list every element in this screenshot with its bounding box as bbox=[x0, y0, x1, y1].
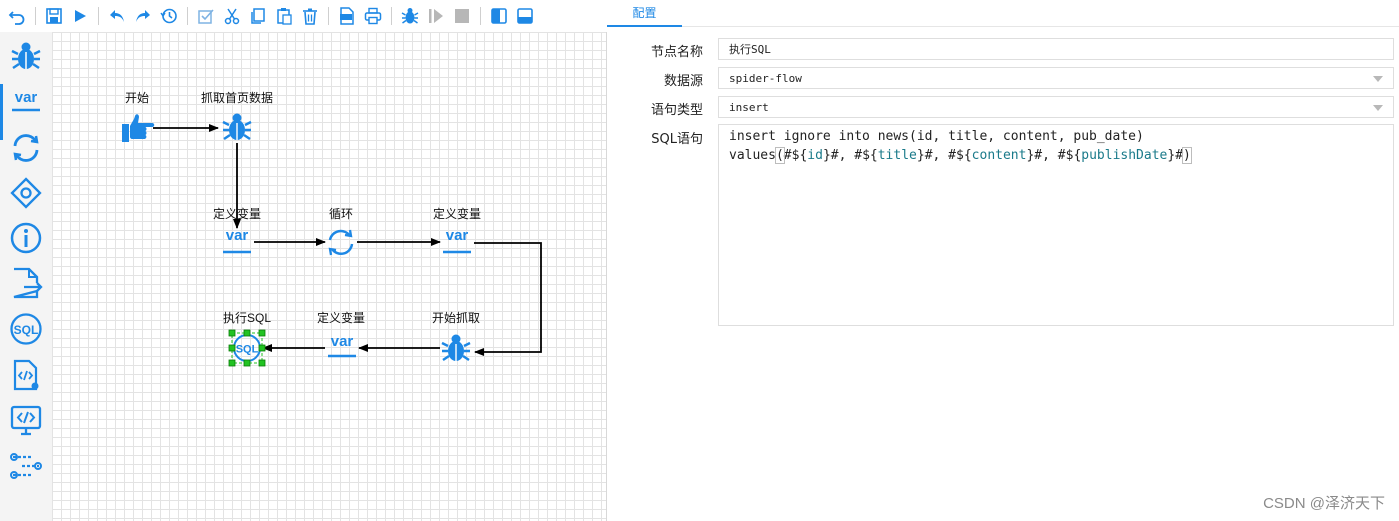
paste-icon[interactable] bbox=[271, 3, 297, 29]
node-name-value: 执行SQL bbox=[729, 43, 771, 56]
var-icon-text: var bbox=[446, 227, 469, 244]
sql-statement-label: SQL语句 bbox=[651, 132, 703, 147]
var-icon[interactable]: var bbox=[8, 84, 44, 120]
function-icon[interactable] bbox=[8, 357, 44, 393]
chevron-down-icon bbox=[1373, 105, 1383, 111]
forward-icon[interactable] bbox=[130, 3, 156, 29]
condition-icon[interactable] bbox=[8, 175, 44, 211]
datasource-select[interactable]: spider-flow bbox=[718, 67, 1394, 89]
var-icon-text: var bbox=[15, 89, 38, 106]
watermark: CSDN @泽济天下 bbox=[1263, 495, 1385, 512]
node-palette: var SQL bbox=[0, 32, 53, 521]
properties-panel: 配置 节点名称 执行SQL 数据源 spider-flow 语句类型 inser… bbox=[607, 0, 1399, 521]
statement-type-value: insert bbox=[729, 101, 769, 114]
run-icon[interactable] bbox=[67, 3, 93, 29]
sql-icon: SQL bbox=[228, 329, 266, 367]
sql-line-2: values(#${id}#, #${title}#, #${content}#… bbox=[729, 147, 1192, 164]
spider-icon[interactable] bbox=[8, 38, 44, 74]
node-label-sql: 执行SQL bbox=[222, 311, 272, 325]
history-icon[interactable] bbox=[156, 3, 182, 29]
cut-icon[interactable] bbox=[219, 3, 245, 29]
datasource-value: spider-flow bbox=[729, 72, 802, 85]
tab-config[interactable]: 配置 bbox=[607, 0, 682, 27]
layout-bottom-icon[interactable] bbox=[512, 3, 538, 29]
loop-icon bbox=[328, 229, 354, 256]
process-icon[interactable] bbox=[8, 448, 44, 484]
debug-icon[interactable] bbox=[397, 3, 423, 29]
node-label-var1: 定义变量 bbox=[212, 207, 262, 221]
export-icon[interactable] bbox=[334, 3, 360, 29]
var-icon: var bbox=[328, 333, 356, 358]
delete-icon[interactable] bbox=[297, 3, 323, 29]
var-icon-text: var bbox=[331, 333, 354, 350]
toolbar-divider bbox=[328, 7, 329, 25]
statement-type-select[interactable]: insert bbox=[718, 96, 1394, 118]
node-label-var2: 定义变量 bbox=[432, 207, 482, 221]
var-icon: var bbox=[443, 227, 471, 254]
loop-icon[interactable] bbox=[8, 130, 44, 166]
statement-type-label: 语句类型 bbox=[650, 103, 703, 118]
chevron-down-icon bbox=[1373, 76, 1383, 82]
layout-left-icon[interactable] bbox=[486, 3, 512, 29]
selection-handles bbox=[228, 329, 266, 367]
sql-icon-text: SQL bbox=[236, 344, 259, 356]
var-icon-text: var bbox=[226, 227, 249, 244]
datasource-label: 数据源 bbox=[663, 74, 703, 89]
active-indicator bbox=[0, 84, 3, 140]
copy-icon[interactable] bbox=[245, 3, 271, 29]
toolbar-divider bbox=[35, 7, 36, 25]
node-label-crawl: 抓取首页数据 bbox=[200, 91, 274, 105]
var-icon: var bbox=[223, 227, 251, 254]
select-all-icon[interactable] bbox=[193, 3, 219, 29]
node-name-label: 节点名称 bbox=[650, 45, 703, 60]
hand-pointer-icon bbox=[122, 114, 155, 142]
undo-icon[interactable] bbox=[4, 3, 30, 29]
node-label-start: 开始 bbox=[124, 91, 150, 105]
resume-icon[interactable] bbox=[423, 3, 449, 29]
code-icon[interactable] bbox=[8, 402, 44, 438]
flow-canvas[interactable]: var var var bbox=[52, 32, 607, 521]
sql-editor[interactable]: insert ignore into news(id, title, conte… bbox=[718, 124, 1394, 326]
node-label-loop: 循环 bbox=[328, 207, 354, 221]
panel-tabs: 配置 bbox=[607, 0, 1399, 27]
spider-icon bbox=[441, 334, 471, 362]
flow-diagram: var var var bbox=[122, 113, 542, 367]
node-label-crawl2: 开始抓取 bbox=[431, 311, 481, 325]
stop-icon[interactable] bbox=[449, 3, 475, 29]
spider-icon bbox=[222, 113, 252, 141]
toolbar-divider bbox=[98, 7, 99, 25]
toolbar-divider bbox=[480, 7, 481, 25]
output-icon[interactable] bbox=[8, 265, 44, 301]
toolbar-divider bbox=[391, 7, 392, 25]
info-icon[interactable] bbox=[8, 220, 44, 256]
node-name-field[interactable]: 执行SQL bbox=[718, 38, 1394, 60]
save-icon[interactable] bbox=[41, 3, 67, 29]
node-label-var3: 定义变量 bbox=[316, 311, 366, 325]
toolbar bbox=[0, 0, 606, 33]
edge-var2-crawl2 bbox=[474, 242, 542, 356]
print-icon[interactable] bbox=[360, 3, 386, 29]
toolbar-divider bbox=[187, 7, 188, 25]
sql-icon[interactable]: SQL bbox=[8, 311, 44, 347]
back-icon[interactable] bbox=[104, 3, 130, 29]
sql-line-1: insert ignore into news(id, title, conte… bbox=[729, 129, 1144, 144]
sql-icon-text: SQL bbox=[14, 323, 39, 337]
